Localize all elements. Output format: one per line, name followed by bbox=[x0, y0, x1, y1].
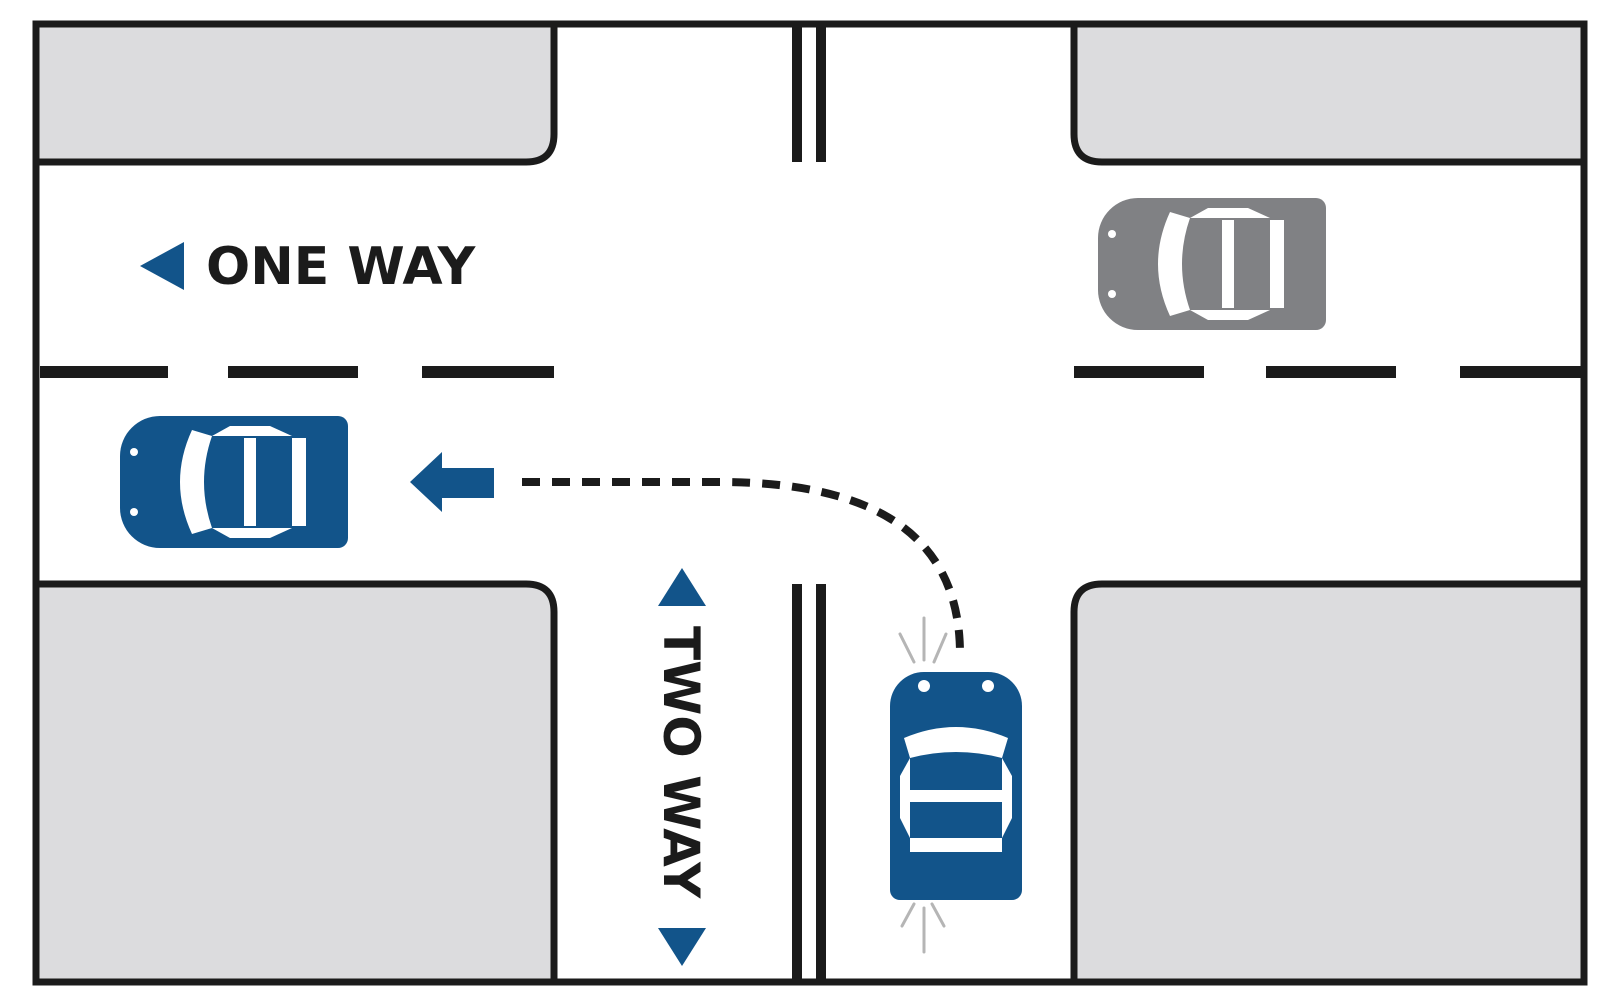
one-way-label: ONE WAY bbox=[206, 237, 477, 297]
arrow-left-icon bbox=[410, 452, 494, 512]
lane-dashes-left bbox=[40, 366, 554, 378]
blue-car-turned bbox=[120, 416, 348, 548]
block-bottom-right bbox=[1070, 580, 1588, 986]
blinker-icon bbox=[898, 616, 948, 954]
lane-dashes-right bbox=[1074, 366, 1584, 378]
triangle-down-icon bbox=[658, 928, 706, 966]
block-bottom-left bbox=[32, 580, 558, 986]
triangle-up-icon bbox=[658, 568, 706, 606]
blue-car-signaling bbox=[890, 672, 1022, 900]
gray-car bbox=[1098, 198, 1326, 330]
two-way-double-line-bottom bbox=[792, 584, 826, 982]
turn-path bbox=[522, 478, 964, 655]
block-top-left bbox=[32, 20, 558, 166]
two-way-double-line-top bbox=[792, 24, 826, 162]
diagram-frame bbox=[32, 20, 1588, 986]
two-way-label: TWO WAY bbox=[652, 626, 710, 899]
triangle-left-icon bbox=[140, 242, 184, 290]
block-top-right bbox=[1070, 20, 1588, 166]
